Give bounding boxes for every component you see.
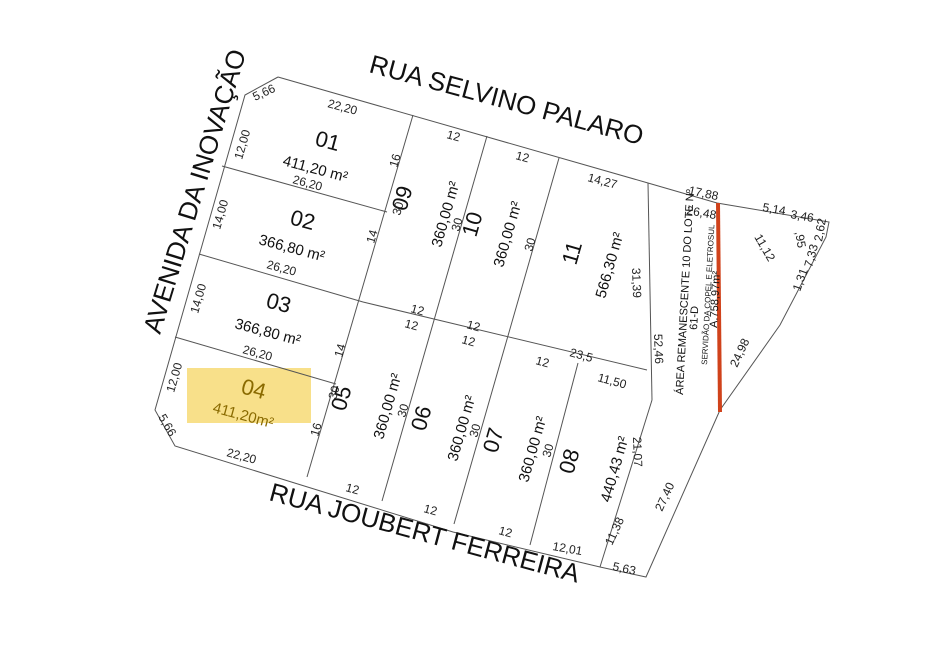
dim-label: 5,66: [155, 412, 179, 440]
dim-label: 26,20: [265, 257, 298, 278]
dim-label: 12,01: [551, 539, 583, 558]
dim-label: 30: [521, 236, 538, 253]
dim-label: 27,40: [652, 480, 678, 513]
dim-label: 11,50: [596, 370, 628, 391]
lot-02-number: 02: [288, 205, 318, 235]
dim-label: 12: [534, 353, 551, 370]
dim-label: 16: [386, 152, 403, 169]
dim-label: 14: [363, 228, 380, 245]
dim-label: 2,62: [811, 217, 829, 243]
dim-label: 12: [465, 317, 482, 334]
dim-label: 1,31: [790, 266, 811, 293]
dim-label: 22,20: [326, 96, 359, 117]
dim-label: 17,88: [687, 183, 720, 203]
dim-label: 26,48: [685, 203, 717, 222]
dim-label: 26,20: [241, 342, 274, 363]
dim-label: 5,66: [250, 81, 277, 104]
dim-label: ,95: [792, 230, 809, 249]
lot-01-number: 01: [313, 126, 343, 156]
dim-label: 30: [448, 216, 465, 233]
street-south-label: RUA JOUBERT FERREIRA: [266, 477, 583, 589]
dim-label: 11,38: [602, 515, 627, 548]
dim-label: 5,63: [611, 559, 637, 578]
street-north-label: RUA SELVINO PALARO: [366, 49, 646, 151]
dim-label: 21,07: [630, 437, 645, 468]
lot-08-number: 08: [554, 446, 585, 476]
dim-label: 12: [460, 332, 477, 349]
dim-label: 12: [422, 501, 439, 518]
dim-label: 7,33: [801, 242, 821, 268]
dim-label: 30: [325, 384, 342, 401]
dim-label: 5,14: [761, 200, 787, 218]
dim-label: 52,46: [651, 334, 666, 365]
dim-label: 30: [389, 200, 406, 217]
dim-label: 23,5: [568, 345, 594, 365]
dim-label: 30: [394, 402, 411, 419]
lot-lines: [174, 114, 653, 568]
lot-11-number: 11: [557, 239, 587, 268]
dim-label: 12: [344, 480, 361, 497]
remnant-title: ÁREA REMANESCENTE 10 DO LOTE Nº: [673, 189, 697, 395]
lot-08-area: 440,43 m²: [598, 434, 633, 504]
dim-label: 11,12: [751, 232, 778, 265]
dim-label: 30: [539, 442, 556, 459]
dim-label: 12: [403, 316, 420, 333]
outer-boundary: [154, 76, 830, 578]
dim-label: 14,00: [209, 198, 231, 231]
dim-label: 24,98: [727, 336, 753, 369]
lot-11-area: 566,30 m²: [593, 230, 628, 300]
dim-label: 31,39: [629, 268, 644, 299]
remnant-area: A.758,97m²: [708, 270, 723, 328]
dim-label: 30: [466, 422, 483, 439]
lot-03-number: 03: [264, 288, 294, 318]
lot-09-area: 360,00 m²: [429, 179, 464, 249]
dim-label: 12: [445, 127, 462, 144]
dim-label: 12,00: [163, 361, 185, 394]
dim-label: 14: [331, 342, 348, 359]
lot-04-highlight: [187, 368, 311, 423]
remnant-code: 61-D: [688, 306, 701, 330]
dim-label: 12: [409, 301, 426, 318]
dim-label: 12: [514, 148, 531, 165]
dim-label: 16: [307, 421, 324, 438]
dim-label: 12: [497, 523, 514, 540]
lot-10-area: 360,00 m²: [491, 199, 526, 269]
dim-label: 3,46: [789, 207, 815, 225]
easement-line: [716, 202, 722, 413]
